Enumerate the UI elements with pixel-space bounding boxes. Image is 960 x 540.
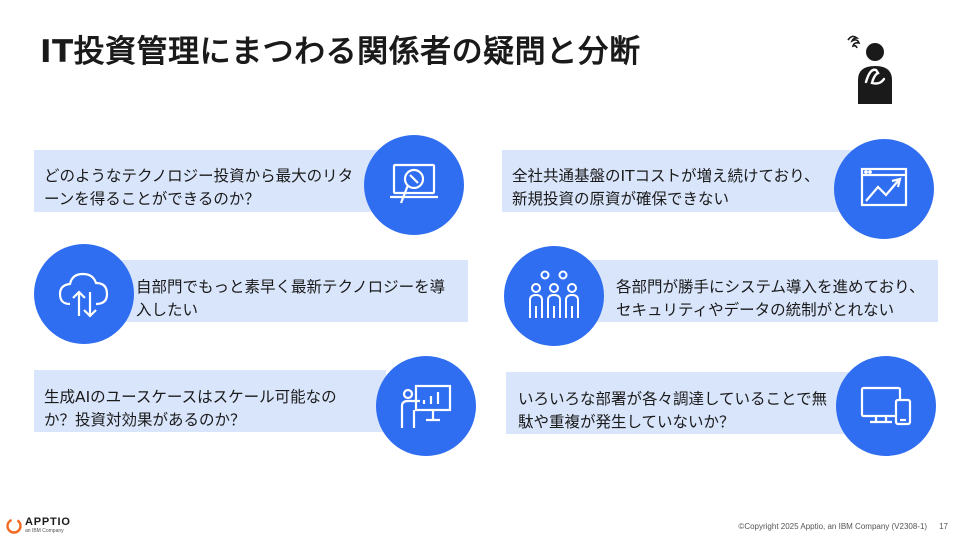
icon-circle <box>34 244 134 344</box>
icon-circle <box>504 246 604 346</box>
icon-circle <box>376 356 476 456</box>
page-number: 17 <box>939 522 948 531</box>
copyright-text: ©Copyright 2025 Apptio, an IBM Company (… <box>738 522 928 531</box>
question-card-tech-roi <box>34 150 386 212</box>
icon-circle <box>834 139 934 239</box>
question-card-duplication <box>506 372 858 434</box>
apptio-logo: APPTIO an IBM Company <box>6 517 71 534</box>
apptio-mark-icon <box>6 517 22 534</box>
laptop-magnifier-icon <box>390 163 438 204</box>
question-text: 全社共通基盤のITコストが増え続けており、新規投資の原資が確保できない <box>512 167 820 208</box>
people-group-icon <box>529 270 579 318</box>
footer: ©Copyright 2025 Apptio, an IBM Company (… <box>738 522 948 531</box>
question-card-genai <box>34 370 386 432</box>
growth-chart-icon <box>860 167 908 207</box>
question-text: 生成AIのユースケースはスケール可能なのか？投資対効果があるのか？ <box>44 388 337 429</box>
question-card-fast-adoption <box>74 260 468 322</box>
icon-circle <box>364 135 464 235</box>
presentation-icon <box>400 384 452 428</box>
question-text: 各部門が勝手にシステム導入を進めており、セキュリティやデータの統制がとれない <box>616 278 925 319</box>
question-text: 自部門でもっと素早く最新テクノロジーを導入したい <box>136 278 446 319</box>
devices-icon <box>860 386 912 426</box>
question-text: どのようなテクノロジー投資から最大のリターンを得ることができるのか？ <box>44 167 354 208</box>
page-title: IT投資管理にまつわる関係者の疑問と分断 <box>40 34 641 70</box>
cloud-transfer-icon <box>58 272 109 318</box>
question-card-it-cost <box>502 150 854 212</box>
question-text: いろいろな部署が各々調達していることで無駄や重複が発生していないか？ <box>518 390 828 431</box>
question-card-governance <box>546 260 938 322</box>
brand-name: APPTIO <box>25 516 71 528</box>
brand-sub: an IBM Company <box>25 528 64 534</box>
confused-person-icon <box>847 35 892 104</box>
icon-circle <box>836 356 936 456</box>
